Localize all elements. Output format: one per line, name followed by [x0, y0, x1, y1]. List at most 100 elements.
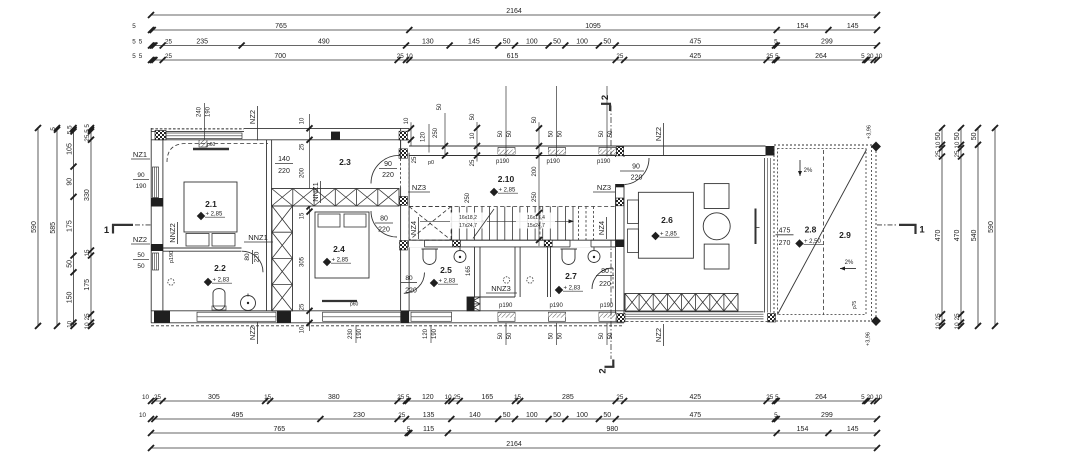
svg-text:120: 120 [423, 328, 429, 339]
svg-text:1: 1 [919, 225, 925, 236]
svg-text:50: 50 [558, 332, 564, 339]
svg-text:25: 25 [397, 53, 405, 60]
svg-text:2%: 2% [804, 168, 813, 174]
svg-text:50: 50 [549, 130, 555, 137]
svg-text:NZ3: NZ3 [412, 183, 426, 192]
svg-text:220: 220 [631, 175, 643, 182]
svg-text:50: 50 [137, 252, 145, 259]
svg-text:150: 150 [66, 291, 73, 303]
svg-text:100: 100 [576, 412, 588, 419]
svg-text:80: 80 [405, 275, 413, 282]
svg-text:270: 270 [779, 240, 791, 247]
svg-text:299: 299 [821, 38, 833, 45]
svg-text:2.3: 2.3 [339, 157, 351, 167]
svg-text:235: 235 [196, 38, 208, 45]
svg-text:5: 5 [132, 53, 136, 60]
svg-text:5: 5 [139, 53, 143, 60]
svg-text:25: 25 [165, 53, 173, 60]
svg-text:2.2: 2.2 [214, 263, 226, 273]
svg-text:2: 2 [598, 368, 609, 373]
svg-text:NNZ3: NNZ3 [491, 284, 511, 293]
svg-text:50: 50 [935, 132, 942, 140]
svg-text:25: 25 [300, 303, 306, 310]
svg-text:p190: p190 [499, 303, 513, 309]
svg-text:10: 10 [66, 320, 73, 328]
svg-text:NNZ1: NNZ1 [248, 233, 268, 242]
svg-text:15x24,7: 15x24,7 [527, 223, 545, 229]
svg-text:50: 50 [137, 263, 145, 270]
svg-text:NZ2: NZ2 [654, 127, 663, 141]
svg-text:5: 5 [50, 127, 57, 131]
svg-text:p190: p190 [547, 159, 561, 165]
svg-text:145: 145 [847, 426, 859, 433]
svg-text:5: 5 [775, 53, 779, 60]
svg-text:10: 10 [300, 326, 306, 333]
svg-text:115: 115 [423, 426, 434, 433]
svg-text:10: 10 [406, 53, 414, 60]
svg-text:305: 305 [208, 394, 220, 401]
svg-text:10: 10 [954, 322, 961, 330]
svg-text:+ 2,50: + 2,50 [804, 239, 822, 245]
svg-text:10: 10 [470, 132, 476, 139]
svg-text:5: 5 [774, 38, 778, 45]
svg-text:470: 470 [954, 229, 961, 241]
svg-text:190: 190 [432, 328, 438, 339]
svg-text:25: 25 [954, 150, 961, 158]
svg-text:425: 425 [689, 394, 701, 401]
svg-text:50: 50 [599, 332, 605, 339]
svg-text:5: 5 [84, 124, 91, 128]
svg-text:+ 2,85: + 2,85 [206, 212, 224, 218]
svg-text:50: 50 [503, 38, 511, 45]
svg-text:50: 50 [532, 116, 538, 123]
svg-text:16x18,2: 16x18,2 [459, 215, 477, 221]
svg-text:90: 90 [137, 172, 145, 179]
svg-text:25: 25 [935, 313, 942, 321]
svg-text:+ 2,85: + 2,85 [499, 188, 517, 194]
svg-text:50: 50 [503, 412, 511, 419]
svg-text:5: 5 [861, 394, 865, 401]
svg-text:50: 50 [553, 412, 561, 419]
svg-text:NZ3: NZ3 [597, 183, 611, 192]
svg-text:p60: p60 [350, 302, 359, 308]
svg-text:25: 25 [470, 159, 476, 166]
svg-text:25: 25 [766, 394, 774, 401]
svg-text:NZ4: NZ4 [409, 221, 418, 235]
svg-text:380: 380 [328, 394, 340, 401]
svg-text:700: 700 [274, 53, 286, 60]
svg-text:285: 285 [562, 394, 574, 401]
svg-text:10: 10 [142, 394, 150, 401]
svg-text:5: 5 [139, 38, 143, 45]
svg-text:+3,96: +3,96 [867, 125, 873, 139]
svg-text:590: 590 [988, 221, 995, 233]
svg-text:330: 330 [84, 189, 91, 201]
svg-text:5: 5 [775, 394, 779, 401]
svg-text:NZ1: NZ1 [133, 150, 147, 159]
svg-text:25: 25 [154, 394, 162, 401]
svg-text:2.1: 2.1 [205, 199, 217, 209]
svg-text:220: 220 [378, 227, 390, 234]
svg-text:50: 50 [558, 130, 564, 137]
svg-text:p0: p0 [428, 160, 434, 166]
svg-text:15: 15 [264, 394, 272, 401]
svg-text:135: 135 [423, 412, 435, 419]
svg-text:200: 200 [300, 167, 306, 178]
svg-text:130: 130 [422, 38, 434, 45]
svg-text:NZ2: NZ2 [133, 235, 147, 244]
svg-text:2.8: 2.8 [805, 225, 817, 235]
svg-text:240: 240 [197, 106, 203, 117]
svg-text:140: 140 [278, 156, 290, 163]
svg-text:50: 50 [603, 412, 611, 419]
svg-text:200: 200 [532, 166, 538, 177]
svg-text:+ 2,85: + 2,85 [660, 232, 678, 238]
svg-text:2.7: 2.7 [565, 271, 577, 281]
svg-text:25: 25 [300, 143, 306, 150]
svg-text:165: 165 [481, 394, 493, 401]
svg-text:190: 190 [136, 183, 147, 190]
svg-text:10: 10 [445, 394, 453, 401]
svg-text:175: 175 [84, 279, 91, 291]
svg-text:25: 25 [954, 313, 961, 321]
svg-text:250: 250 [465, 192, 471, 203]
svg-text:154: 154 [797, 23, 809, 30]
svg-text:2.5: 2.5 [440, 265, 452, 275]
svg-text:490: 490 [318, 38, 330, 45]
